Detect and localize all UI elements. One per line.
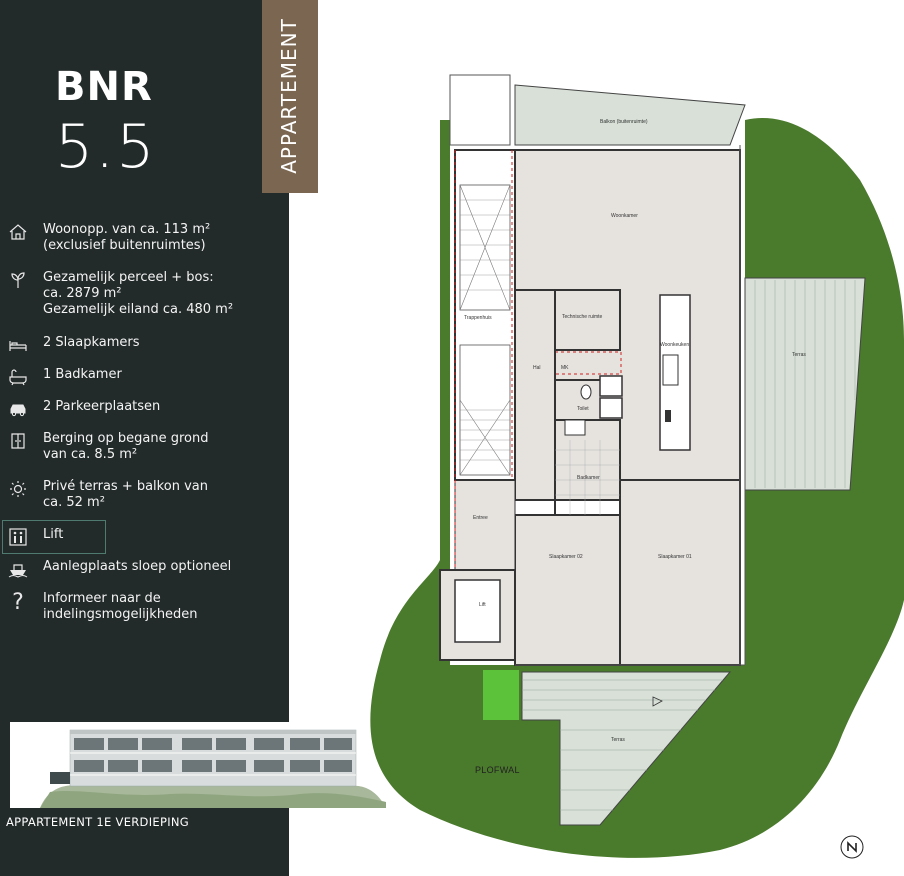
feature-text: Berging op begane grond xyxy=(43,431,209,446)
room-label-hal: Hal xyxy=(533,365,541,371)
feature-text: 2 Parkeerplaatsen xyxy=(43,399,161,414)
question-icon: ? xyxy=(12,590,24,615)
room-label-entree: Entree xyxy=(473,515,488,521)
bnr-label: BNR xyxy=(55,64,153,110)
room-label-toilet: Toilet xyxy=(577,406,589,412)
room-label-woonkeuken: Woonkeuken xyxy=(660,342,690,348)
room-label-terras-bottom: Terras xyxy=(611,737,625,743)
feature-text: (exclusief buitenruimtes) xyxy=(43,238,206,253)
feature-text: ca. 52 m² xyxy=(43,495,105,510)
feature-text: van ca. 8.5 m² xyxy=(43,447,138,462)
building-elevation-image xyxy=(10,722,386,808)
room-label-trappenhuis: Trappenhuis xyxy=(464,315,492,321)
feature-text: Gezamelijk eiland ca. 480 m² xyxy=(43,302,234,317)
bnr-number: 5.5 xyxy=(55,112,157,182)
bathtub-icon xyxy=(9,369,27,386)
elevator-icon xyxy=(9,528,27,546)
room-label-lift: Lift xyxy=(479,602,486,608)
appartement-tab xyxy=(262,0,318,193)
feature-text: 2 Slaapkamers xyxy=(43,335,140,350)
room-label-slaapkamer-01: Slaapkamer 01 xyxy=(658,554,692,560)
feature-text: ca. 2879 m² xyxy=(43,286,122,301)
info-sidebar: BNR 5.5 Woonopp. van ca. 113 m² (exclusi… xyxy=(0,0,386,876)
room-label-terras-right: Terras xyxy=(792,352,806,358)
feature-text: Gezamelijk perceel + bos: xyxy=(43,270,214,285)
floor-plan: Balkon (buitenruimte) Woonkamer Trappenh… xyxy=(289,0,904,876)
room-label-balkon: Balkon (buitenruimte) xyxy=(600,119,648,125)
room-label-badkamer: Badkamer xyxy=(577,475,600,481)
storage-icon xyxy=(11,433,25,449)
lift-highlight-frame xyxy=(2,520,106,554)
room-label-mk: MK xyxy=(561,365,569,371)
feature-text: Woonopp. van ca. 113 m² xyxy=(43,222,211,237)
room-label-slaapkamer-02: Slaapkamer 02 xyxy=(549,554,583,560)
sun-icon xyxy=(10,481,26,497)
room-label-technische-ruimte: Technische ruimte xyxy=(562,314,603,320)
floor-plan-drawing xyxy=(370,74,904,858)
feature-text: Aanlegplaats sloep optioneel xyxy=(43,559,232,574)
feature-text: 1 Badkamer xyxy=(43,367,122,382)
car-icon xyxy=(10,404,26,417)
feature-text: indelingsmogelijkheden xyxy=(43,607,198,622)
house-icon xyxy=(9,224,27,240)
boat-icon xyxy=(8,564,28,578)
feature-text: Privé terras + balkon van xyxy=(43,479,208,494)
plant-icon xyxy=(11,272,25,288)
drawing-caption: APPARTEMENT 1E VERDIEPING xyxy=(6,815,189,829)
bed-icon xyxy=(9,341,27,351)
plofwal-label: PLOFWAL xyxy=(475,765,520,775)
room-label-woonkamer: Woonkamer xyxy=(611,213,638,219)
feature-text: Informeer naar de xyxy=(43,591,161,606)
feature-text: Lift xyxy=(43,527,64,542)
north-arrow-icon xyxy=(840,835,864,859)
